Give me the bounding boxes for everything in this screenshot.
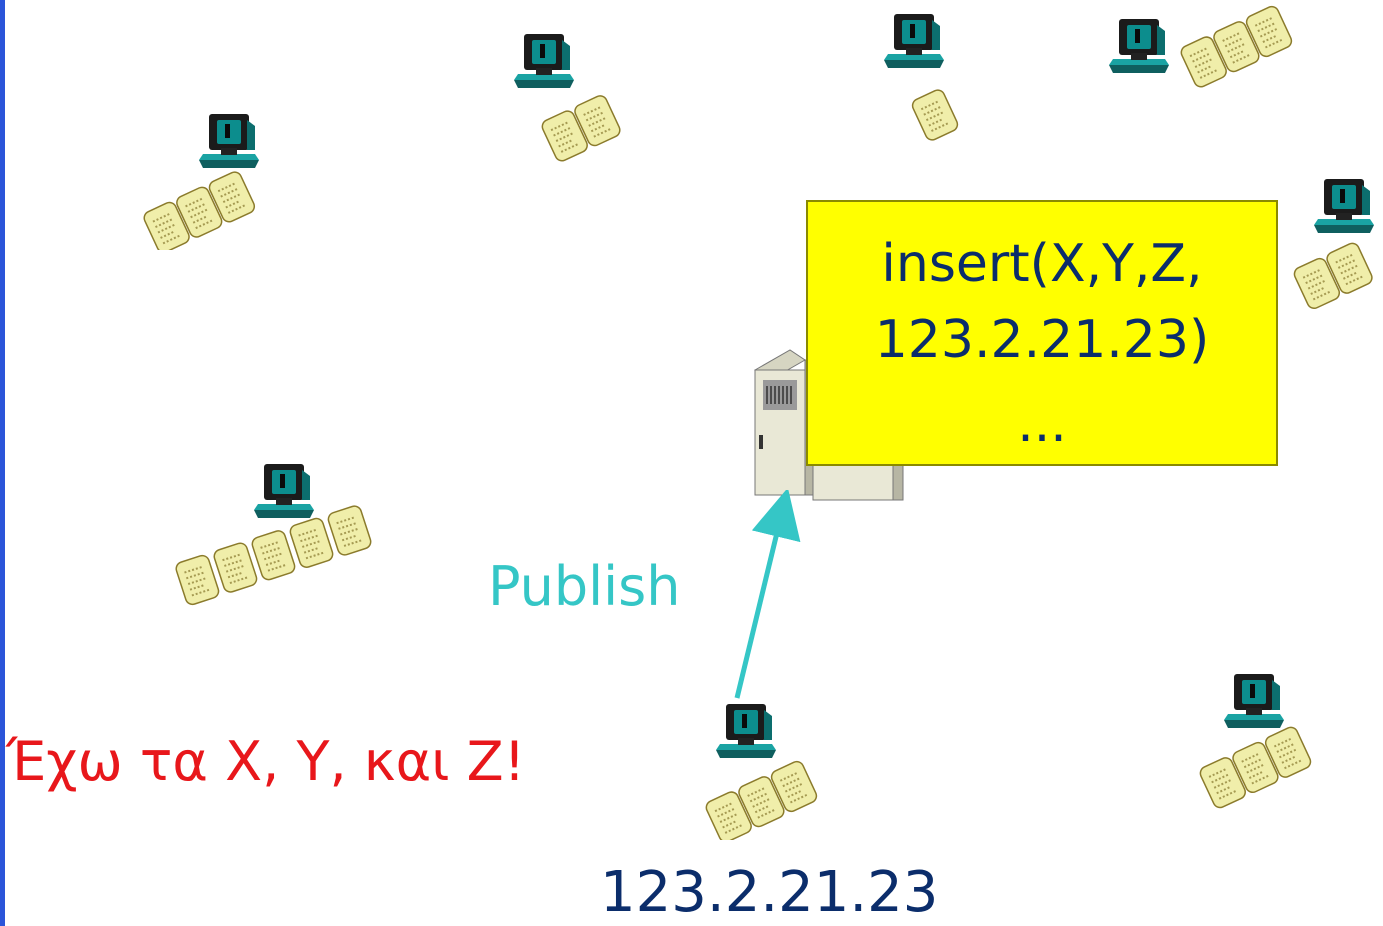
callout-line-2: 123.2.21.23) (874, 310, 1210, 370)
publish-label: Publish (488, 555, 681, 618)
claim-text: Έχω τα X, Y, και Z! (6, 730, 526, 793)
computer-icon (1109, 19, 1169, 73)
peer-node (1109, 5, 1295, 90)
publisher-ip-label: 123.2.21.23 (600, 860, 939, 925)
file-icon (173, 503, 374, 608)
file-icon (1197, 724, 1314, 811)
file-icon (909, 86, 961, 144)
computer-icon (716, 704, 776, 758)
file-icon (703, 758, 820, 840)
callout-line-1: insert(X,Y,Z, (881, 234, 1203, 294)
file-icon (1178, 5, 1295, 90)
peer-node (884, 14, 961, 144)
file-icon (539, 92, 624, 165)
callout-ellipsis: ... (1017, 394, 1067, 454)
peer-node (1197, 674, 1314, 811)
computer-icon (1224, 674, 1284, 728)
publish-arrow (734, 490, 801, 699)
computer-icon (884, 14, 944, 68)
peer-node (140, 114, 259, 250)
publisher-peer (703, 704, 820, 840)
computer-icon (199, 114, 259, 168)
peer-node (514, 34, 624, 165)
index-callout: insert(X,Y,Z, 123.2.21.23) ... (806, 200, 1278, 466)
slide-left-border (0, 0, 5, 926)
peer-node (173, 464, 374, 608)
computer-icon (254, 464, 314, 518)
file-icon (1291, 240, 1376, 312)
computer-icon (1314, 179, 1374, 233)
computer-icon (514, 34, 574, 88)
peer-node (1291, 179, 1376, 312)
file-icon (140, 168, 258, 250)
